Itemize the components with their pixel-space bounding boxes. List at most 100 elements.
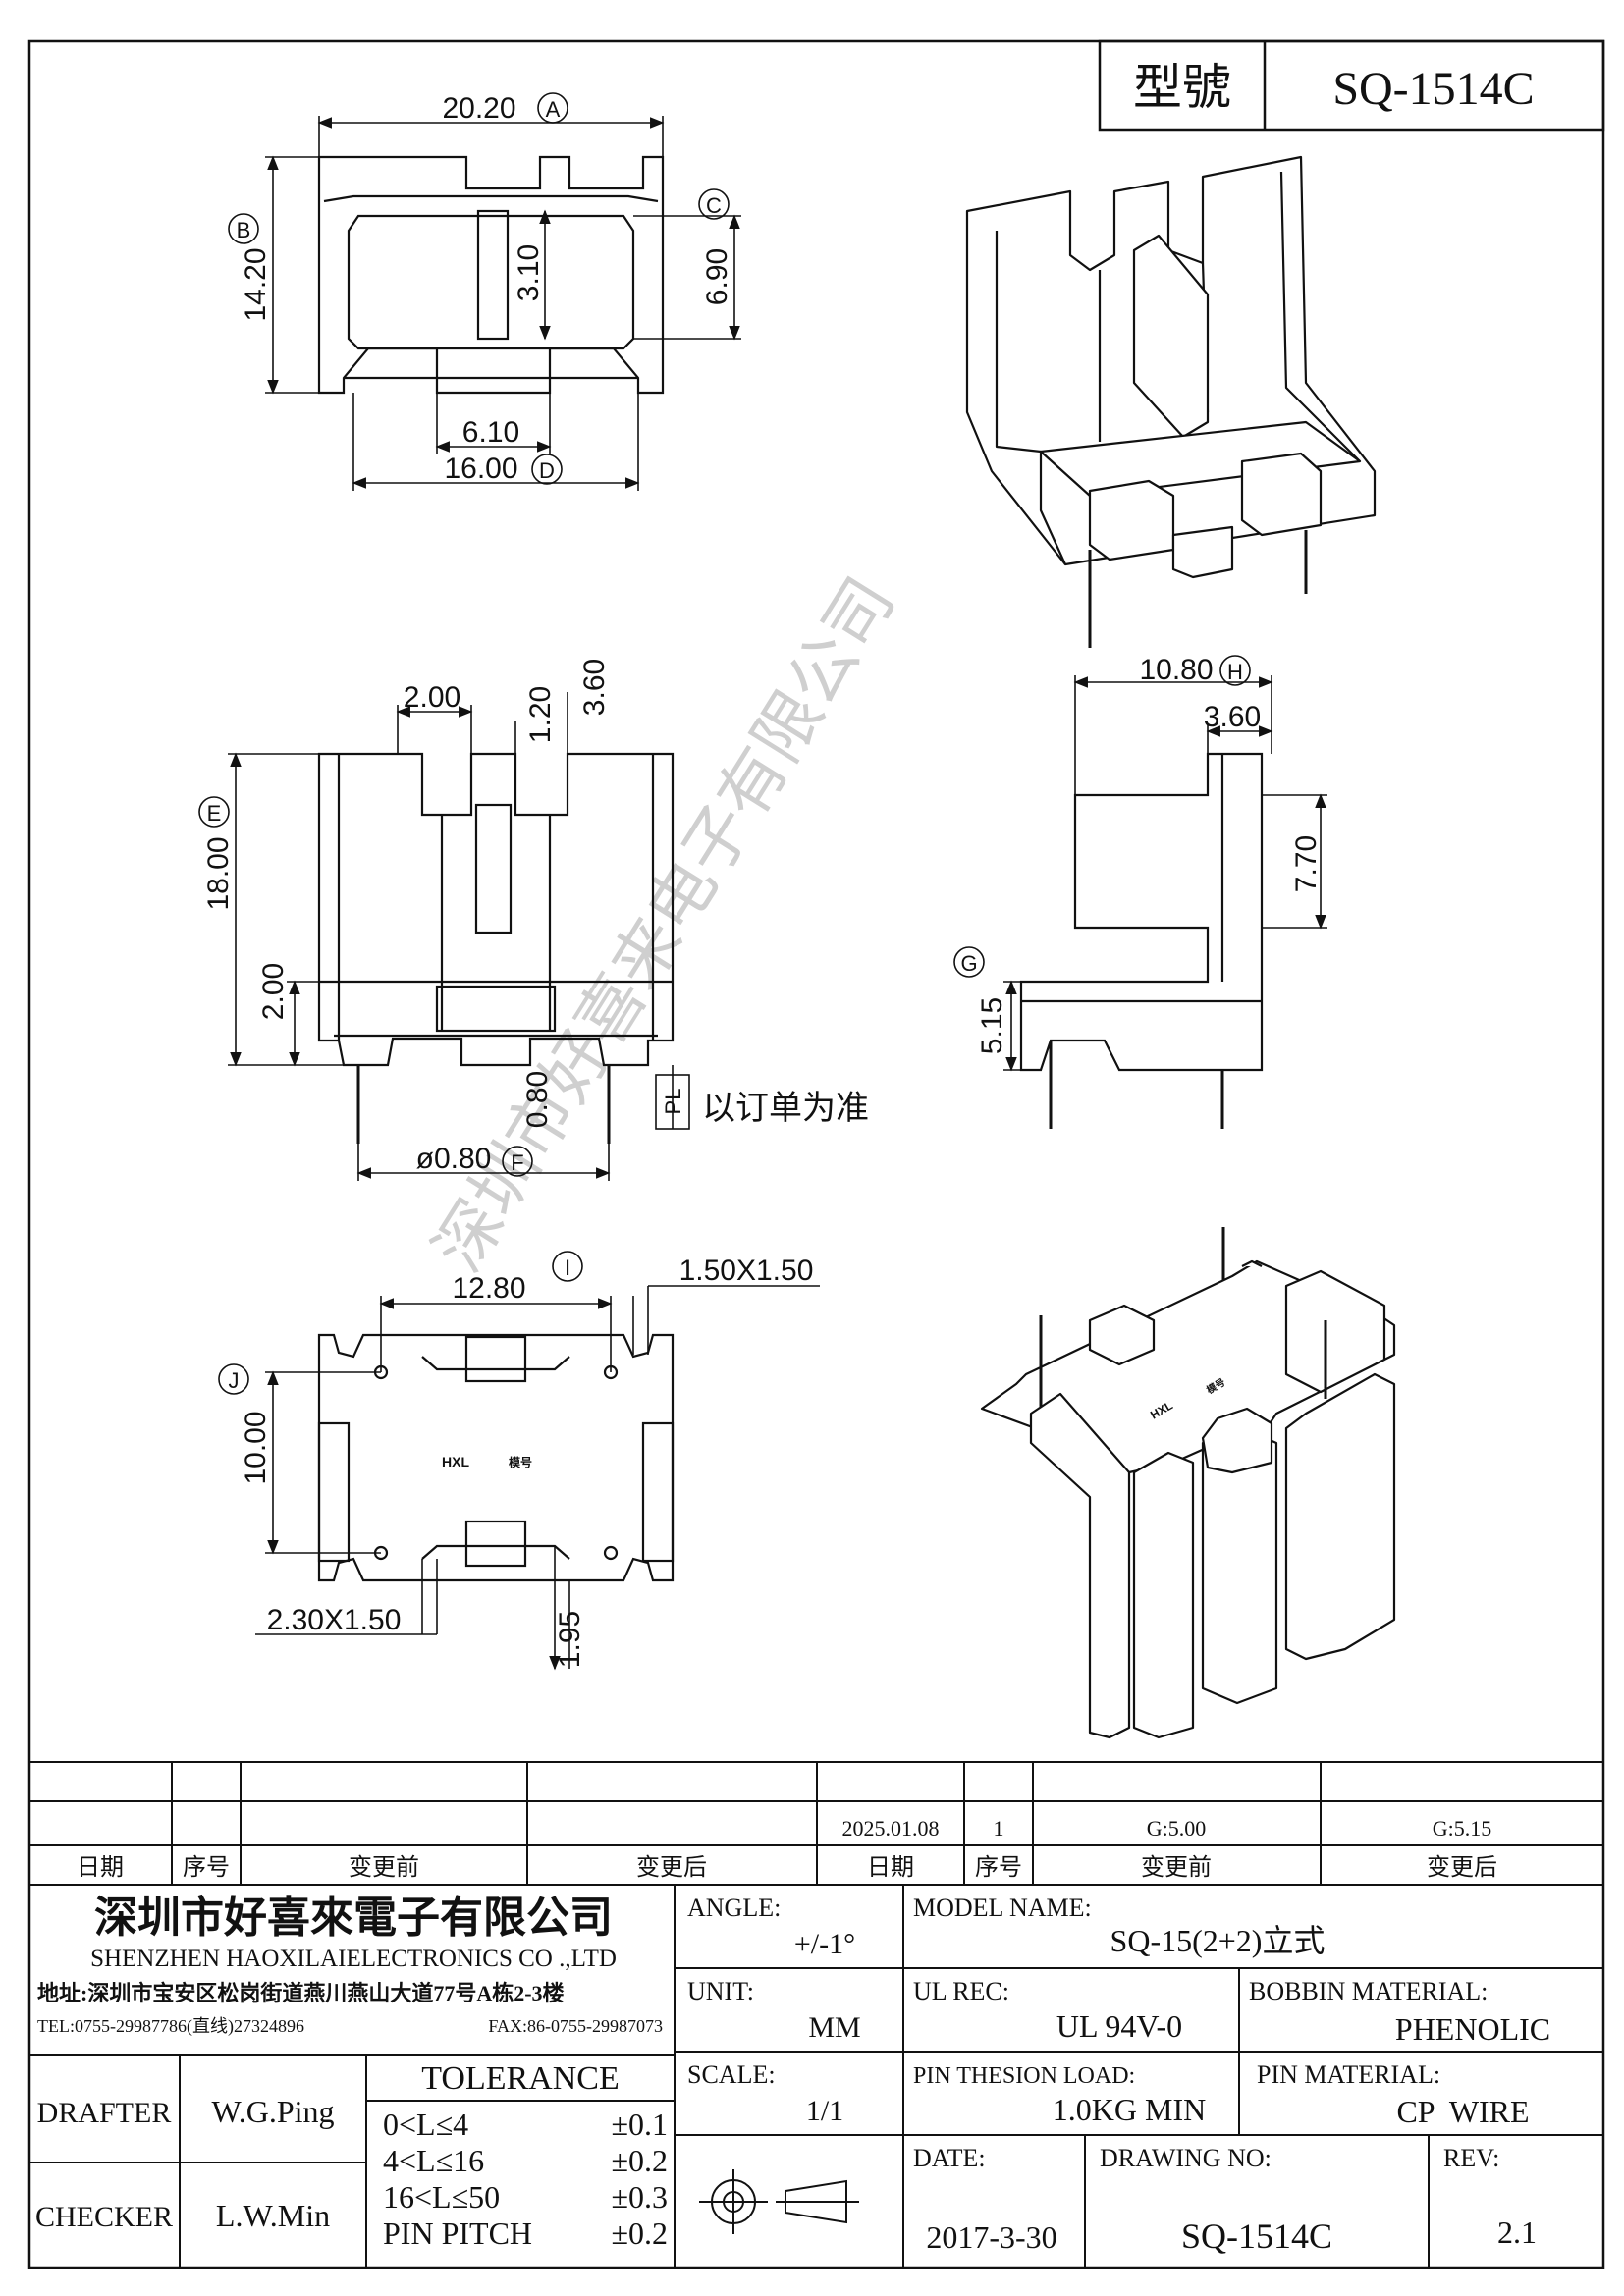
watermark: 深圳市好喜来电子有限公司 bbox=[420, 565, 908, 1284]
tolerance-value: ±0.2 bbox=[611, 2216, 668, 2251]
drafter-label: DRAFTER bbox=[37, 2097, 172, 2129]
rev-header: 序号 bbox=[975, 1854, 1022, 1881]
checker-label: CHECKER bbox=[35, 2201, 173, 2233]
model-header: 型號 SQ-1514C bbox=[1098, 39, 1605, 132]
tolerance-range: 0<L≤4 bbox=[383, 2107, 468, 2142]
tag-d: D bbox=[539, 458, 555, 483]
dim-front-slot-depth: 3.60 bbox=[578, 659, 611, 716]
front-view-base-boss bbox=[435, 985, 557, 1033]
top-view-inner-cavity bbox=[347, 214, 635, 350]
tag-b: B bbox=[237, 218, 251, 242]
dim-bottom-pin-row: 10.00 bbox=[240, 1411, 272, 1484]
drafter-value: W.G.Ping bbox=[211, 2094, 334, 2129]
dim-front-slot-gap: 1.20 bbox=[524, 686, 557, 743]
dim-top-base-width: 16.00 bbox=[444, 453, 517, 485]
dim-front-base-h: 2.00 bbox=[257, 963, 290, 1020]
rev-header: 日期 bbox=[77, 1855, 124, 1881]
spec-cells: ANGLE: +/-1° MODEL NAME: SQ-15(2+2)立式 UN… bbox=[687, 1894, 1550, 2256]
ul-label: UL REC: bbox=[913, 1977, 1009, 2005]
bottom-view-dims bbox=[255, 1285, 820, 1671]
bottom-mark-text: 模号 bbox=[509, 1455, 532, 1469]
unit-label: UNIT: bbox=[687, 1977, 754, 2005]
top-view-center-wall bbox=[476, 209, 510, 341]
dim-side-top-w: 3.60 bbox=[1204, 701, 1261, 733]
dim-side-mid-h: 7.70 bbox=[1290, 835, 1323, 892]
tag-f: F bbox=[511, 1150, 523, 1175]
rev-label: REV: bbox=[1443, 2144, 1499, 2172]
tolerance-range: 4<L≤16 bbox=[383, 2143, 484, 2178]
dim-bottom-slot-offset: 1.95 bbox=[554, 1611, 586, 1668]
title-block-grid bbox=[29, 1885, 1603, 2268]
tag-h: H bbox=[1227, 660, 1243, 684]
tolerance-table: TOLERANCE 0<L≤4 ±0.1 4<L≤16 ±0.2 16<L≤50… bbox=[383, 2060, 668, 2251]
unit-value: MM bbox=[808, 2011, 860, 2044]
side-view-dims bbox=[1003, 675, 1327, 1072]
company-block: 深圳市好喜來電子有限公司 SHENZHEN HAOXILAIELECTRONIC… bbox=[37, 1894, 663, 2037]
rev-header: 序号 bbox=[183, 1854, 230, 1881]
tag-i: I bbox=[565, 1255, 570, 1280]
front-view-dims bbox=[228, 692, 674, 1181]
dim-bottom-slot-top: 1.50X1.50 bbox=[679, 1255, 814, 1287]
bottom-view-bottom-window bbox=[464, 1520, 527, 1568]
dim-side-depth: 10.80 bbox=[1139, 654, 1213, 686]
rev-cell-before: G:5.00 bbox=[1147, 1816, 1207, 1841]
tag-a: A bbox=[546, 97, 561, 122]
checker-value: L.W.Min bbox=[216, 2198, 330, 2233]
bottom-mark-logo: HXL bbox=[442, 1454, 469, 1469]
dim-top-wall-slot: 6.90 bbox=[701, 248, 733, 305]
scale-label: SCALE: bbox=[687, 2060, 776, 2089]
dim-bottom-pin-span: 12.80 bbox=[452, 1272, 525, 1305]
top-view bbox=[317, 155, 665, 395]
bobbin-label: BOBBIN MATERIAL: bbox=[1249, 1977, 1488, 2005]
revision-header-row: 日期 序号 变更前 变更后 日期 序号 变更前 变更后 bbox=[77, 1854, 1497, 1881]
drawing-no-value: SQ-1514C bbox=[1181, 2216, 1332, 2256]
model-label: MODEL NAME: bbox=[913, 1894, 1092, 1922]
model-value: SQ-15(2+2)立式 bbox=[1110, 1923, 1326, 1958]
company-fax: FAX:86-0755-29987073 bbox=[488, 2016, 663, 2036]
front-view-center-slot bbox=[474, 803, 513, 934]
tolerance-range: PIN PITCH bbox=[383, 2216, 532, 2251]
tolerance-title: TOLERANCE bbox=[421, 2060, 619, 2097]
tolerance-range: 16<L≤50 bbox=[383, 2179, 500, 2215]
bottom-view-left-slot bbox=[317, 1421, 351, 1563]
pl-label: PL bbox=[661, 1089, 685, 1115]
bobbin-value: PHENOLIC bbox=[1395, 2011, 1550, 2047]
tolerance-value: ±0.3 bbox=[611, 2179, 668, 2215]
company-address: 地址:深圳市宝安区松岗街道燕川燕山大道77号A栋2-3楼 bbox=[37, 1981, 565, 2005]
side-view-outline bbox=[1019, 752, 1264, 1072]
iso-view-bottom bbox=[980, 1227, 1396, 1739]
pin-material-label: PIN MATERIAL: bbox=[1257, 2060, 1440, 2089]
rev-cell-seq: 1 bbox=[994, 1816, 1004, 1841]
dim-top-width: 20.20 bbox=[442, 92, 515, 125]
revision-row-1: 2025.01.08 1 G:5.00 G:5.15 bbox=[842, 1816, 1492, 1841]
scale-value: 1/1 bbox=[806, 2095, 843, 2127]
rev-header: 变更前 bbox=[349, 1854, 419, 1881]
rev-value: 2.1 bbox=[1497, 2215, 1537, 2250]
top-view-outline bbox=[317, 155, 665, 395]
tag-e: E bbox=[207, 801, 222, 826]
pl-note: 以订单为准 bbox=[702, 1091, 869, 1127]
iso-view-top bbox=[965, 155, 1377, 648]
dim-front-pin-dia: ø0.80 bbox=[416, 1143, 492, 1175]
tag-j: J bbox=[229, 1368, 240, 1393]
dim-top-bottom-slot: 6.10 bbox=[462, 416, 519, 449]
pin-material-value: CP WIRE bbox=[1396, 2094, 1529, 2129]
dim-front-slot-w: 2.00 bbox=[404, 681, 460, 714]
company-name-en: SHENZHEN HAOXILAIELECTRONICS CO .,LTD bbox=[90, 1946, 617, 1972]
bottom-view-right-slot bbox=[641, 1421, 675, 1563]
angle-label: ANGLE: bbox=[687, 1894, 781, 1922]
rev-cell-date: 2025.01.08 bbox=[842, 1816, 940, 1841]
dim-top-depth: 14.20 bbox=[240, 247, 272, 321]
dim-top-center-wall: 3.10 bbox=[513, 244, 545, 301]
pl-box bbox=[655, 1074, 690, 1130]
company-name-cn: 深圳市好喜來電子有限公司 bbox=[94, 1894, 613, 1942]
dim-bottom-slot-bottom: 2.30X1.50 bbox=[267, 1604, 402, 1636]
dim-side-base-h: 5.15 bbox=[976, 997, 1008, 1054]
load-value: 1.0KG MIN bbox=[1053, 2092, 1206, 2127]
top-view-shoulder bbox=[323, 194, 659, 203]
model-header-label: 型號 bbox=[1133, 60, 1231, 115]
tag-g: G bbox=[960, 951, 977, 976]
bottom-view bbox=[317, 1333, 675, 1582]
ul-value: UL 94V-0 bbox=[1056, 2008, 1182, 2044]
